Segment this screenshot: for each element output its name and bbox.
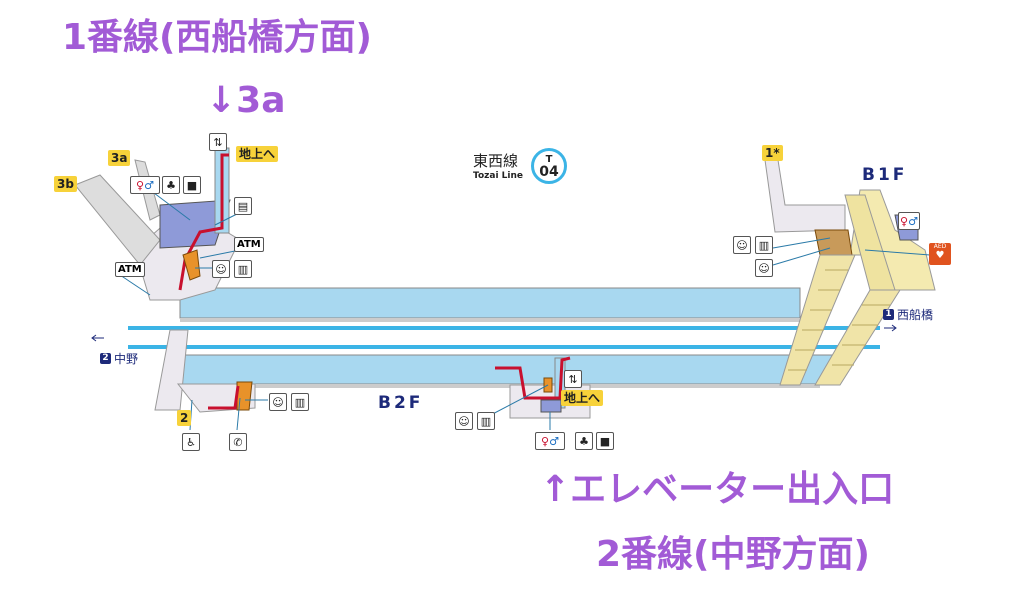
baby-room-icon: ♣: [162, 176, 180, 194]
platform-upper: [179, 287, 801, 319]
to-ground-badge-left: 地上へ: [236, 146, 279, 162]
atm-label-left-upper: ATM: [234, 237, 264, 252]
to-ground-badge-center: 地上へ: [561, 390, 604, 406]
multipurpose-room-icon: ■: [596, 432, 614, 450]
platform1-annotation: 1番線(西船橋方面): [62, 17, 372, 58]
toilet-icon: ♀♂: [130, 176, 160, 194]
concourse-lower-left: [154, 329, 189, 411]
exit3a-annotation: ↓3a: [206, 80, 286, 121]
stairs-exit-1: [764, 159, 846, 233]
atm-label-left: ATM: [115, 262, 145, 277]
direction-west-number: 2: [100, 353, 111, 364]
ticket-machine-icon: ▥: [234, 260, 252, 278]
ticket-machine-icon: ▥: [755, 236, 773, 254]
fare-adjustment-icon: ☺: [755, 259, 773, 277]
wheelchair-ramp-icon: ♿: [182, 433, 200, 451]
station-number-badge: T 04: [531, 148, 567, 184]
baby-room-icon: ♣: [575, 432, 593, 450]
elevator-annotation: ↑エレベーター出入口: [540, 469, 895, 510]
station-number: 04: [539, 164, 559, 180]
multipurpose-room-icon: ■: [183, 176, 201, 194]
coin-locker-icon: ▤: [234, 197, 252, 215]
ticket-gate-left: [182, 249, 201, 281]
exit-3b-badge: 3b: [54, 176, 77, 192]
platform2-annotation: 2番線(中野方面): [596, 534, 870, 575]
line-name-ja: 東西線: [473, 152, 519, 170]
elevator-icon: ⇅: [209, 133, 227, 151]
direction-east-label: 西船橋: [897, 308, 934, 322]
aed-icon: AED♥: [929, 243, 951, 265]
track-2: [128, 345, 880, 349]
stairs-b1f-2: [814, 289, 901, 386]
direction-east-number: 1: [883, 309, 894, 320]
ticket-machine-icon: ▥: [291, 393, 309, 411]
floor-label-b1f: B1F: [862, 165, 908, 185]
phone-icon: ✆: [229, 433, 247, 451]
ticket-machine-icon: ▥: [477, 412, 495, 430]
stairs-b1f-1: [779, 254, 856, 386]
aed-label: AED: [933, 243, 947, 250]
toilet-area: [159, 199, 231, 249]
ticket-office-icon: ☺: [212, 260, 230, 278]
exit-1-badge: 1*: [762, 145, 783, 161]
line-name-en: Tozai Line: [473, 171, 523, 181]
toilet-icon: ♀♂: [898, 212, 920, 230]
line-letter: T: [545, 154, 553, 165]
ticket-office-icon: ☺: [455, 412, 473, 430]
ticket-office-icon: ☺: [269, 393, 287, 411]
exit-3a-badge: 3a: [108, 150, 131, 166]
floor-label-b2f: B2F: [378, 393, 424, 413]
elevator-icon: ⇅: [564, 370, 582, 388]
elevator-route-left: [178, 153, 229, 291]
track-1: [128, 326, 880, 330]
exit-2-badge: 2: [177, 410, 192, 426]
ticket-office-icon: ☺: [733, 236, 751, 254]
direction-west-label: 中野: [114, 352, 139, 366]
elevator-route-center: [495, 356, 571, 400]
tozai-line-logo: 東西線 Tozai Line: [473, 150, 523, 181]
toilet-icon: ♀♂: [535, 432, 565, 450]
